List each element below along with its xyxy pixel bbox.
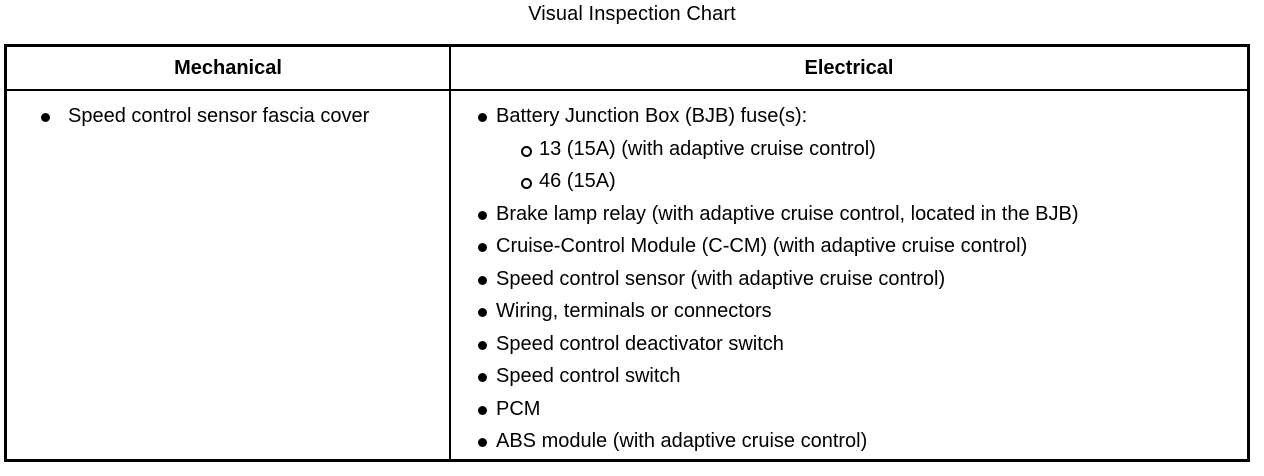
column-header-mechanical-label: Mechanical: [174, 57, 282, 79]
filled-disc-bullet-icon: [478, 210, 487, 220]
list-item-label: 46 (15A): [539, 170, 616, 192]
electrical-item-list: Battery Junction Box (BJB) fuse(s): 13 (1…: [451, 100, 1247, 458]
filled-disc-bullet-icon: [478, 308, 487, 317]
list-item: 13 (15A) (with adaptive cruise control): [451, 133, 1247, 166]
list-item-label: ABS module (with adaptive cruise control…: [496, 430, 868, 452]
list-item: 46 (15A): [451, 165, 1247, 198]
filled-disc-bullet-icon: [41, 113, 50, 122]
list-item-label: Battery Junction Box (BJB) fuse(s):: [496, 105, 808, 127]
list-item: Speed control sensor (with adaptive crui…: [451, 263, 1247, 296]
list-item-label: Speed control switch: [496, 365, 681, 387]
list-item-label: Wiring, terminals or connectors: [496, 300, 772, 322]
cell-mechanical: Speed control sensor fascia cover: [7, 91, 451, 459]
list-item-label: PCM: [496, 397, 541, 420]
column-header-electrical-label: Electrical: [804, 57, 894, 79]
list-item-label: 13 (15A) (with adaptive cruise control): [539, 137, 876, 160]
hollow-circle-bullet-icon: [521, 178, 532, 189]
page-title: Visual Inspection Chart: [528, 3, 736, 25]
cell-electrical: Battery Junction Box (BJB) fuse(s): 13 (1…: [451, 91, 1247, 459]
hollow-circle-bullet-icon: [521, 145, 532, 157]
list-item-label: Speed control sensor fascia cover: [68, 105, 370, 127]
list-item-label: Speed control deactivator switch: [496, 332, 784, 355]
list-item-label: Cruise-Control Module (C-CM) (with adapt…: [496, 235, 1028, 257]
filled-disc-bullet-icon: [478, 113, 487, 122]
list-item: PCM: [451, 393, 1247, 426]
list-item: Wiring, terminals or connectors: [451, 295, 1247, 328]
visual-inspection-table: Mechanical Electrical Speed control sens…: [4, 44, 1250, 462]
filled-disc-bullet-icon: [478, 405, 487, 415]
list-item: Cruise-Control Module (C-CM) (with adapt…: [451, 230, 1247, 263]
list-item: Speed control deactivator switch: [451, 328, 1247, 361]
column-header-electrical: Electrical: [451, 47, 1247, 89]
mechanical-item-list: Speed control sensor fascia cover: [7, 100, 449, 133]
list-item: Speed control switch: [451, 360, 1247, 393]
list-item: Brake lamp relay (with adaptive cruise c…: [451, 198, 1247, 231]
column-header-mechanical: Mechanical: [7, 47, 451, 89]
list-item-label: Brake lamp relay (with adaptive cruise c…: [496, 202, 1079, 225]
filled-disc-bullet-icon: [478, 243, 487, 252]
list-item-label: Speed control sensor (with adaptive crui…: [496, 267, 946, 290]
list-item: Battery Junction Box (BJB) fuse(s):: [451, 100, 1247, 133]
filled-disc-bullet-icon: [478, 275, 487, 285]
list-item: ABS module (with adaptive cruise control…: [451, 425, 1247, 458]
list-item: Speed control sensor fascia cover: [7, 100, 449, 133]
filled-disc-bullet-icon: [478, 340, 487, 350]
filled-disc-bullet-icon: [478, 438, 487, 447]
table-body-row: Speed control sensor fascia cover Batter…: [7, 91, 1247, 459]
table-header-row: Mechanical Electrical: [7, 47, 1247, 91]
filled-disc-bullet-icon: [478, 373, 487, 382]
